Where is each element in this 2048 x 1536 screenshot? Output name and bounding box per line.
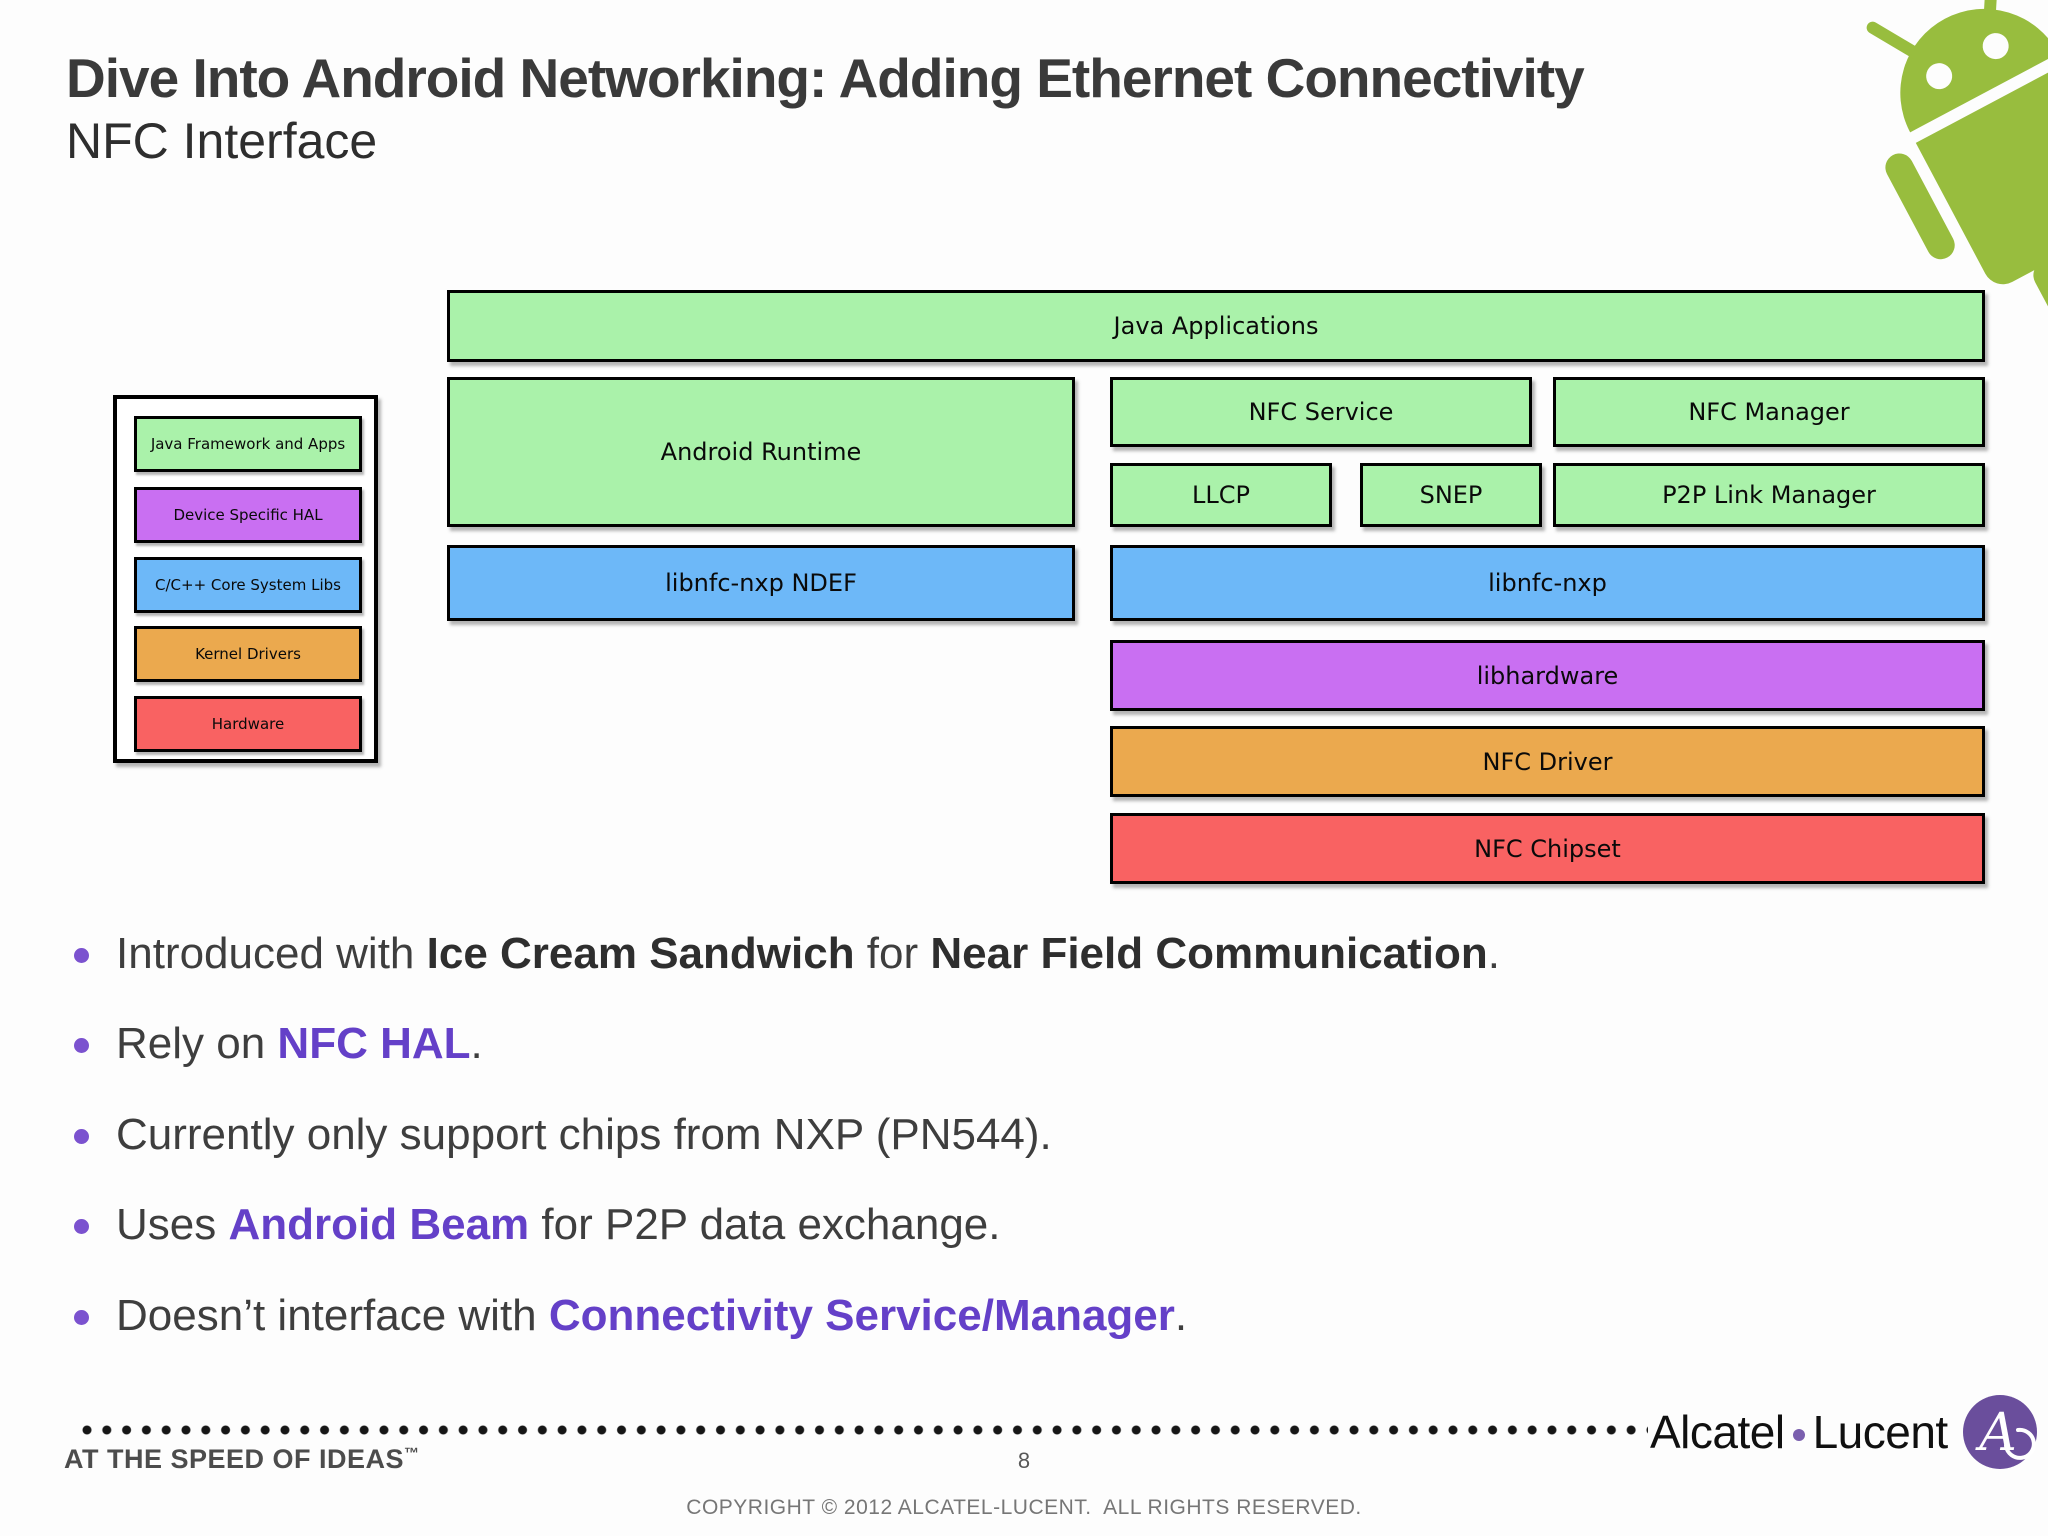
diagram-box-android-runtime: Android Runtime [447,377,1075,527]
bullet-text-segment: . [470,1019,483,1069]
diagram-box-libnfc-nxp: libnfc-nxp [1110,545,1985,621]
bullet-text-segment: Connectivity Service/Manager [548,1290,1175,1340]
bullet-marker [74,1219,89,1235]
alcatel-lucent-brand: Alcatel Lucent A [1650,1394,2038,1470]
diagram-box-nfc-manager: NFC Manager [1553,377,1985,447]
brand-alcatel: Alcatel [1650,1406,1785,1458]
bullet-marker [74,1038,89,1054]
legend-label: Kernel Drivers [195,645,301,663]
legend-item-java-framework-and-apps: Java Framework and Apps [134,416,362,472]
diagram-box-libnfc-nxp-ndef: libnfc-nxp NDEF [447,545,1075,621]
trademark-symbol: ™ [404,1445,420,1462]
box-label: Android Runtime [660,438,862,466]
bullet-text-segment: NFC HAL [277,1019,471,1069]
box-label: P2P Link Manager [1662,481,1876,509]
diagram-box-p2p-link-manager: P2P Link Manager [1553,463,1985,527]
bullet-item: Rely on NFC HAL. [72,1016,1982,1071]
dotted-divider [82,1424,1648,1436]
diagram-box-nfc-service: NFC Service [1110,377,1532,447]
bullet-item: Uses Android Beam for P2P data exchange. [72,1197,1982,1252]
legend: Java Framework and Apps Device Specific … [113,395,378,763]
alcatel-lucent-logo-icon: A [1962,1395,2037,1469]
box-label: NFC Service [1248,398,1394,426]
box-label: NFC Chipset [1474,834,1621,863]
box-label: Java Applications [1113,312,1319,340]
box-label: SNEP [1419,481,1483,509]
box-label: NFC Driver [1482,747,1613,776]
page-number: 8 [1017,1448,1031,1473]
tagline-text: AT THE SPEED OF IDEAS [64,1444,405,1474]
legend-label: Java Framework and Apps [150,435,346,453]
diagram-box-llcp: LLCP [1110,463,1332,527]
bullet-text-segment: Uses [116,1200,229,1250]
bullet-text-segment: Introduced with [116,929,427,978]
diagram-box-java-applications: Java Applications [447,290,1985,362]
legend-label: C/C++ Core System Libs [155,576,341,594]
legend-label: Device Specific HAL [173,506,323,524]
bullet-text-segment: Ice Cream Sandwich [426,929,855,978]
legend-item-device-specific-hal: Device Specific HAL [134,487,362,543]
bullet-text-segment: . [1487,929,1501,978]
diagram-box-nfc-chipset: NFC Chipset [1110,813,1985,884]
legend-item-cc-core-system-libs: C/C++ Core System Libs [134,557,362,613]
box-label: libhardware [1476,661,1619,690]
bullet-text-segment: for P2P data exchange. [529,1200,1001,1250]
bullet-text-segment: for [854,929,931,978]
diagram-box-libhardware: libhardware [1110,640,1985,711]
bullet-item: Doesn’t interface with Connectivity Serv… [72,1288,1982,1343]
bullet-marker [74,1128,89,1144]
diagram-box-snep: SNEP [1360,463,1542,527]
copyright-line: COPYRIGHT © 2012 ALCATEL-LUCENT. ALL RIG… [686,1496,1362,1519]
bullet-marker [74,1309,89,1325]
bullet-text-segment: Android Beam [228,1200,530,1250]
box-label: libnfc-nxp [1488,569,1607,597]
brand-lucent: Lucent [1812,1406,1949,1458]
page-subtitle: NFC Interface [66,112,378,169]
bullet-item: Introduced with Ice Cream Sandwich for N… [72,926,1982,981]
brand-separator-dot [1792,1429,1805,1441]
legend-item-kernel-drivers: Kernel Drivers [134,626,362,682]
bullet-text-segment: Currently only support chips from NXP (P… [116,1109,1052,1159]
box-label: LLCP [1192,481,1250,509]
bullet-text-segment: Near Field Communication [930,929,1488,978]
bullet-text-segment: . [1174,1290,1188,1340]
box-label: NFC Manager [1688,398,1850,426]
diagram-box-nfc-driver: NFC Driver [1110,726,1985,797]
legend-item-hardware: Hardware [134,696,362,752]
bullet-list: Introduced with Ice Cream Sandwich for N… [72,926,1982,1378]
header: Dive Into Android Networking: Adding Eth… [66,47,1585,169]
bullet-item: Currently only support chips from NXP (P… [72,1107,1982,1162]
tagline: AT THE SPEED OF IDEAS™ [64,1444,420,1475]
page-title: Dive Into Android Networking: Adding Eth… [66,47,1585,109]
box-label: libnfc-nxp NDEF [665,569,857,597]
bullet-marker [74,948,89,963]
bullet-text-segment: Doesn’t interface with [116,1290,549,1340]
bullet-text-segment: Rely on [116,1019,278,1069]
legend-label: Hardware [211,715,285,733]
